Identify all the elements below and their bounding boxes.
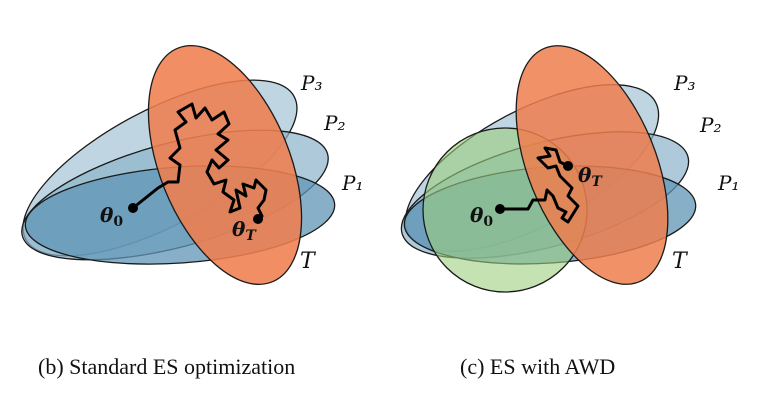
panel-c: P₃ P₂ P₁ T θ0 θT (c) ES with AWD (400, 45, 739, 379)
optimization-path (131, 102, 268, 224)
label-theta0: θ0 (470, 203, 493, 230)
label-t: T (300, 249, 317, 274)
thetaT-dot (253, 214, 263, 224)
label-p1: P₁ (341, 171, 363, 195)
label-p3: P₃ (673, 71, 695, 95)
thetaT-dot (563, 161, 573, 171)
label-thetaT: θT (578, 163, 603, 190)
theta0-dot (495, 204, 505, 214)
label-p3: P₃ (300, 71, 322, 95)
ellipse-t (515, 45, 669, 285)
label-t: T (672, 249, 689, 274)
theta0-dot (128, 203, 138, 213)
label-theta0: θ0 (100, 203, 123, 230)
optimization-path (498, 146, 580, 224)
label-p2: P₂ (699, 113, 721, 137)
caption-c: (c) ES with AWD (460, 354, 615, 379)
caption-b: (b) Standard ES optimization (38, 354, 295, 379)
label-thetaT: θT (232, 217, 257, 244)
label-p1: P₁ (717, 171, 739, 195)
label-p2: P₂ (323, 111, 345, 135)
panel-b: P₃ P₂ P₁ T θ0 θT (b) Standard ES optimiz… (21, 45, 363, 379)
